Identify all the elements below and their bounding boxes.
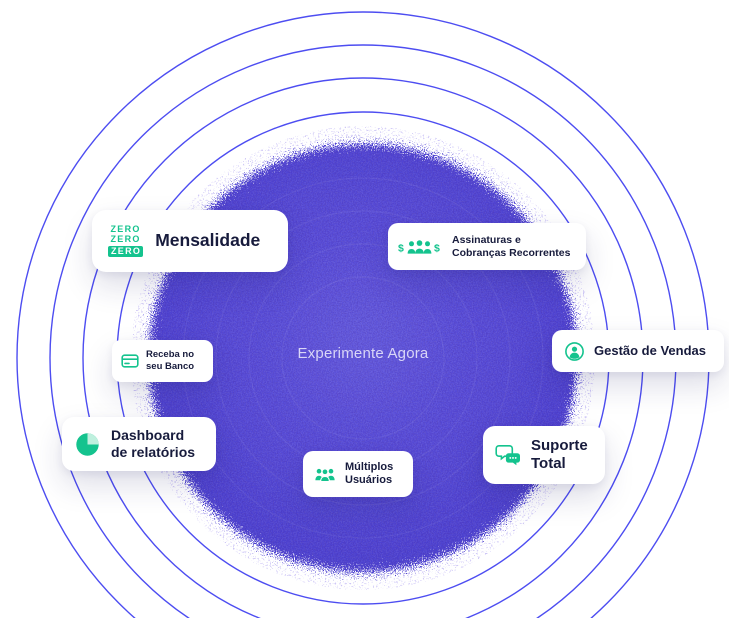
card-label-receba: Receba no seu Banco <box>146 349 194 372</box>
zero-zero-zero-logo-icon: ZERO ZERO ZERO <box>108 223 144 258</box>
card-label-mensalidade: Mensalidade <box>155 230 261 251</box>
dashboard-line-1: Dashboard <box>111 426 185 443</box>
suporte-line-2: Total <box>531 455 566 472</box>
card-label-multiplos: Múltiplos Usuários <box>345 461 393 488</box>
pie-chart-icon <box>76 432 99 456</box>
chat-bubbles-icon <box>495 444 520 465</box>
zero-logo-line-3: ZERO <box>108 245 144 258</box>
card-label-assinaturas: Assinaturas e Cobranças Recorrentes <box>452 234 570 260</box>
zero-logo-line-1: ZERO <box>110 223 141 234</box>
multiplos-line-2: Usuários <box>345 474 393 486</box>
dashboard-line-2: de relatórios <box>111 444 196 460</box>
suporte-line-1: Suporte <box>531 436 588 454</box>
feature-card-multiplos-usuarios: Múltiplos Usuários <box>303 451 413 497</box>
dollar-left: $ <box>398 242 404 254</box>
zero-logo-line-2: ZERO <box>110 234 141 245</box>
multiplos-line-1: Múltiplos <box>345 460 394 473</box>
assinaturas-line-1: Assinaturas e <box>452 233 521 246</box>
feature-card-assinaturas: $ $ Assinaturas e Cobranças Recorrentes <box>388 223 586 270</box>
subscribers-dollar-icon: $ $ <box>398 239 440 254</box>
assinaturas-line-2: Cobranças Recorrentes <box>452 246 571 259</box>
bank-card-icon <box>121 354 139 368</box>
cta-label[interactable]: Experimente Agora <box>297 345 429 362</box>
dollar-right: $ <box>434 242 440 254</box>
feature-card-gestao-vendas: Gestão de Vendas <box>552 330 724 372</box>
feature-card-suporte-total: Suporte Total <box>483 426 605 484</box>
receba-line-2: seu Banco <box>146 361 195 372</box>
feature-card-receba-banco: Receba no seu Banco <box>112 340 213 382</box>
person-circle-icon <box>565 341 584 361</box>
card-label-dashboard: Dashboard de relatórios <box>111 427 195 461</box>
card-label-gestao: Gestão de Vendas <box>594 343 706 359</box>
receba-line-1: Receba no <box>146 349 195 361</box>
feature-card-dashboard: Dashboard de relatórios <box>62 417 216 471</box>
users-group-icon <box>315 467 335 482</box>
card-label-suporte: Suporte Total <box>531 437 588 474</box>
feature-card-mensalidade: ZERO ZERO ZERO Mensalidade <box>92 210 288 272</box>
